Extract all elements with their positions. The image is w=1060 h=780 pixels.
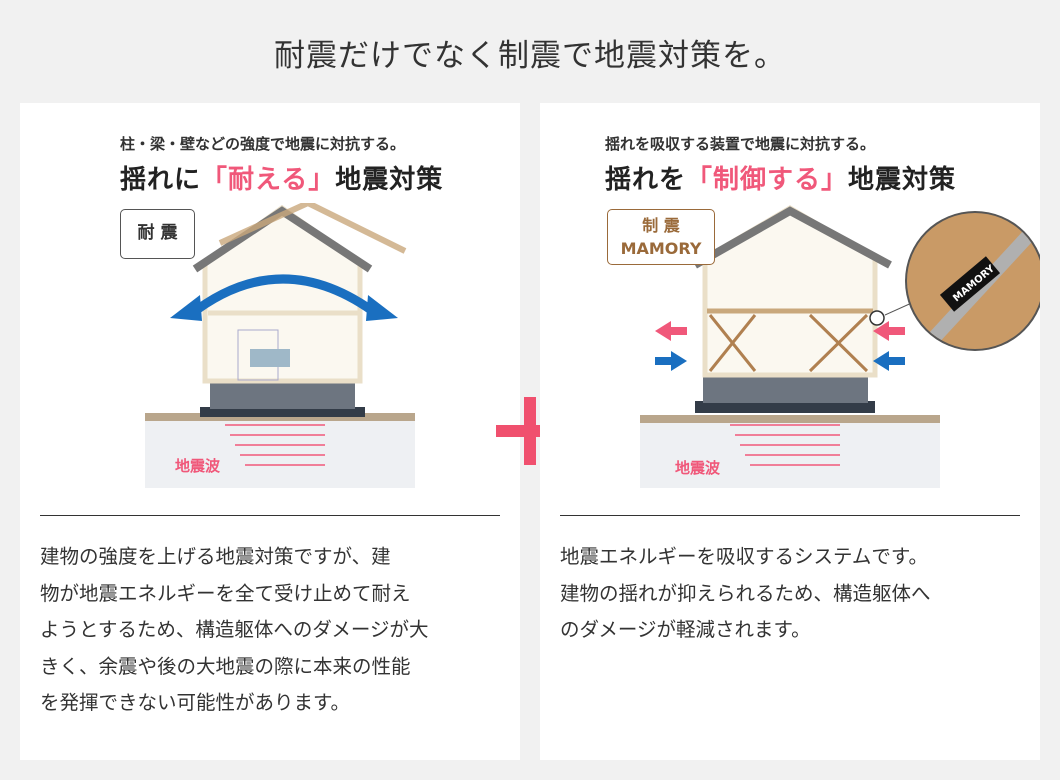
seishin-house-illustration: 地震波 MAMORY <box>640 205 1040 488</box>
card-heading: 揺れに「耐える」地震対策 <box>120 159 443 196</box>
badge-line: 制 震 <box>642 216 680 235</box>
body-line: 建物の強度を上げる地震対策ですが、建 <box>40 545 391 568</box>
taishin-house-illustration: 地震波 <box>145 203 415 488</box>
body-line: のダメージが軽減されます。 <box>560 618 811 641</box>
body-line: きく、余震や後の大地震の際に本来の性能 <box>40 654 411 678</box>
divider <box>40 515 500 516</box>
card-heading: 揺れを「制御する」地震対策 <box>605 159 956 196</box>
card-subtitle: 柱・梁・壁などの強度で地震に対抗する。 <box>120 135 406 153</box>
heading-post: 地震対策 <box>848 165 957 195</box>
heading-pre: 揺れに <box>120 165 202 195</box>
divider <box>560 515 1020 516</box>
body-line: を発揮できない可能性があります。 <box>40 691 351 714</box>
body-line: 物が地震エネルギーを全て受け止めて耐え <box>40 581 411 605</box>
taishin-card: 柱・梁・壁などの強度で地震に対抗する。 揺れに「耐える」地震対策 地震波 耐 震… <box>20 103 520 760</box>
heading-pre: 揺れを <box>605 165 687 195</box>
card-subtitle: 揺れを吸収する装置で地震に対抗する。 <box>605 135 876 153</box>
seishin-card: 揺れを吸収する装置で地震に対抗する。 揺れを「制御する」地震対策 地震波 MAM… <box>540 103 1040 760</box>
heading-emphasis: 「耐える」 <box>201 165 336 195</box>
body-line: 建物の揺れが抑えられるため、構造躯体へ <box>560 581 931 605</box>
body-line: 地震エネルギーを吸収するシステムです。 <box>560 545 928 568</box>
badge-line: MAMORY <box>620 239 702 258</box>
heading-emphasis: 「制御する」 <box>686 165 849 195</box>
seishin-mamory-badge: 制 震 MAMORY <box>607 209 715 265</box>
page-title: 耐震だけでなく制震で地震対策を。 <box>274 38 786 74</box>
wave-label: 地震波 <box>175 457 221 475</box>
body-line: ようとするため、構造躯体へのダメージが大 <box>40 618 429 641</box>
heading-post: 地震対策 <box>335 165 444 195</box>
card-body: 地震エネルギーを吸収するシステムです。 建物の揺れが抑えられるため、構造躯体へ … <box>560 539 1030 649</box>
wave-label: 地震波 <box>675 459 721 477</box>
card-body: 建物の強度を上げる地震対策ですが、建 物が地震エネルギーを全て受け止めて耐え よ… <box>40 539 510 722</box>
taishin-badge: 耐 震 <box>120 209 195 259</box>
